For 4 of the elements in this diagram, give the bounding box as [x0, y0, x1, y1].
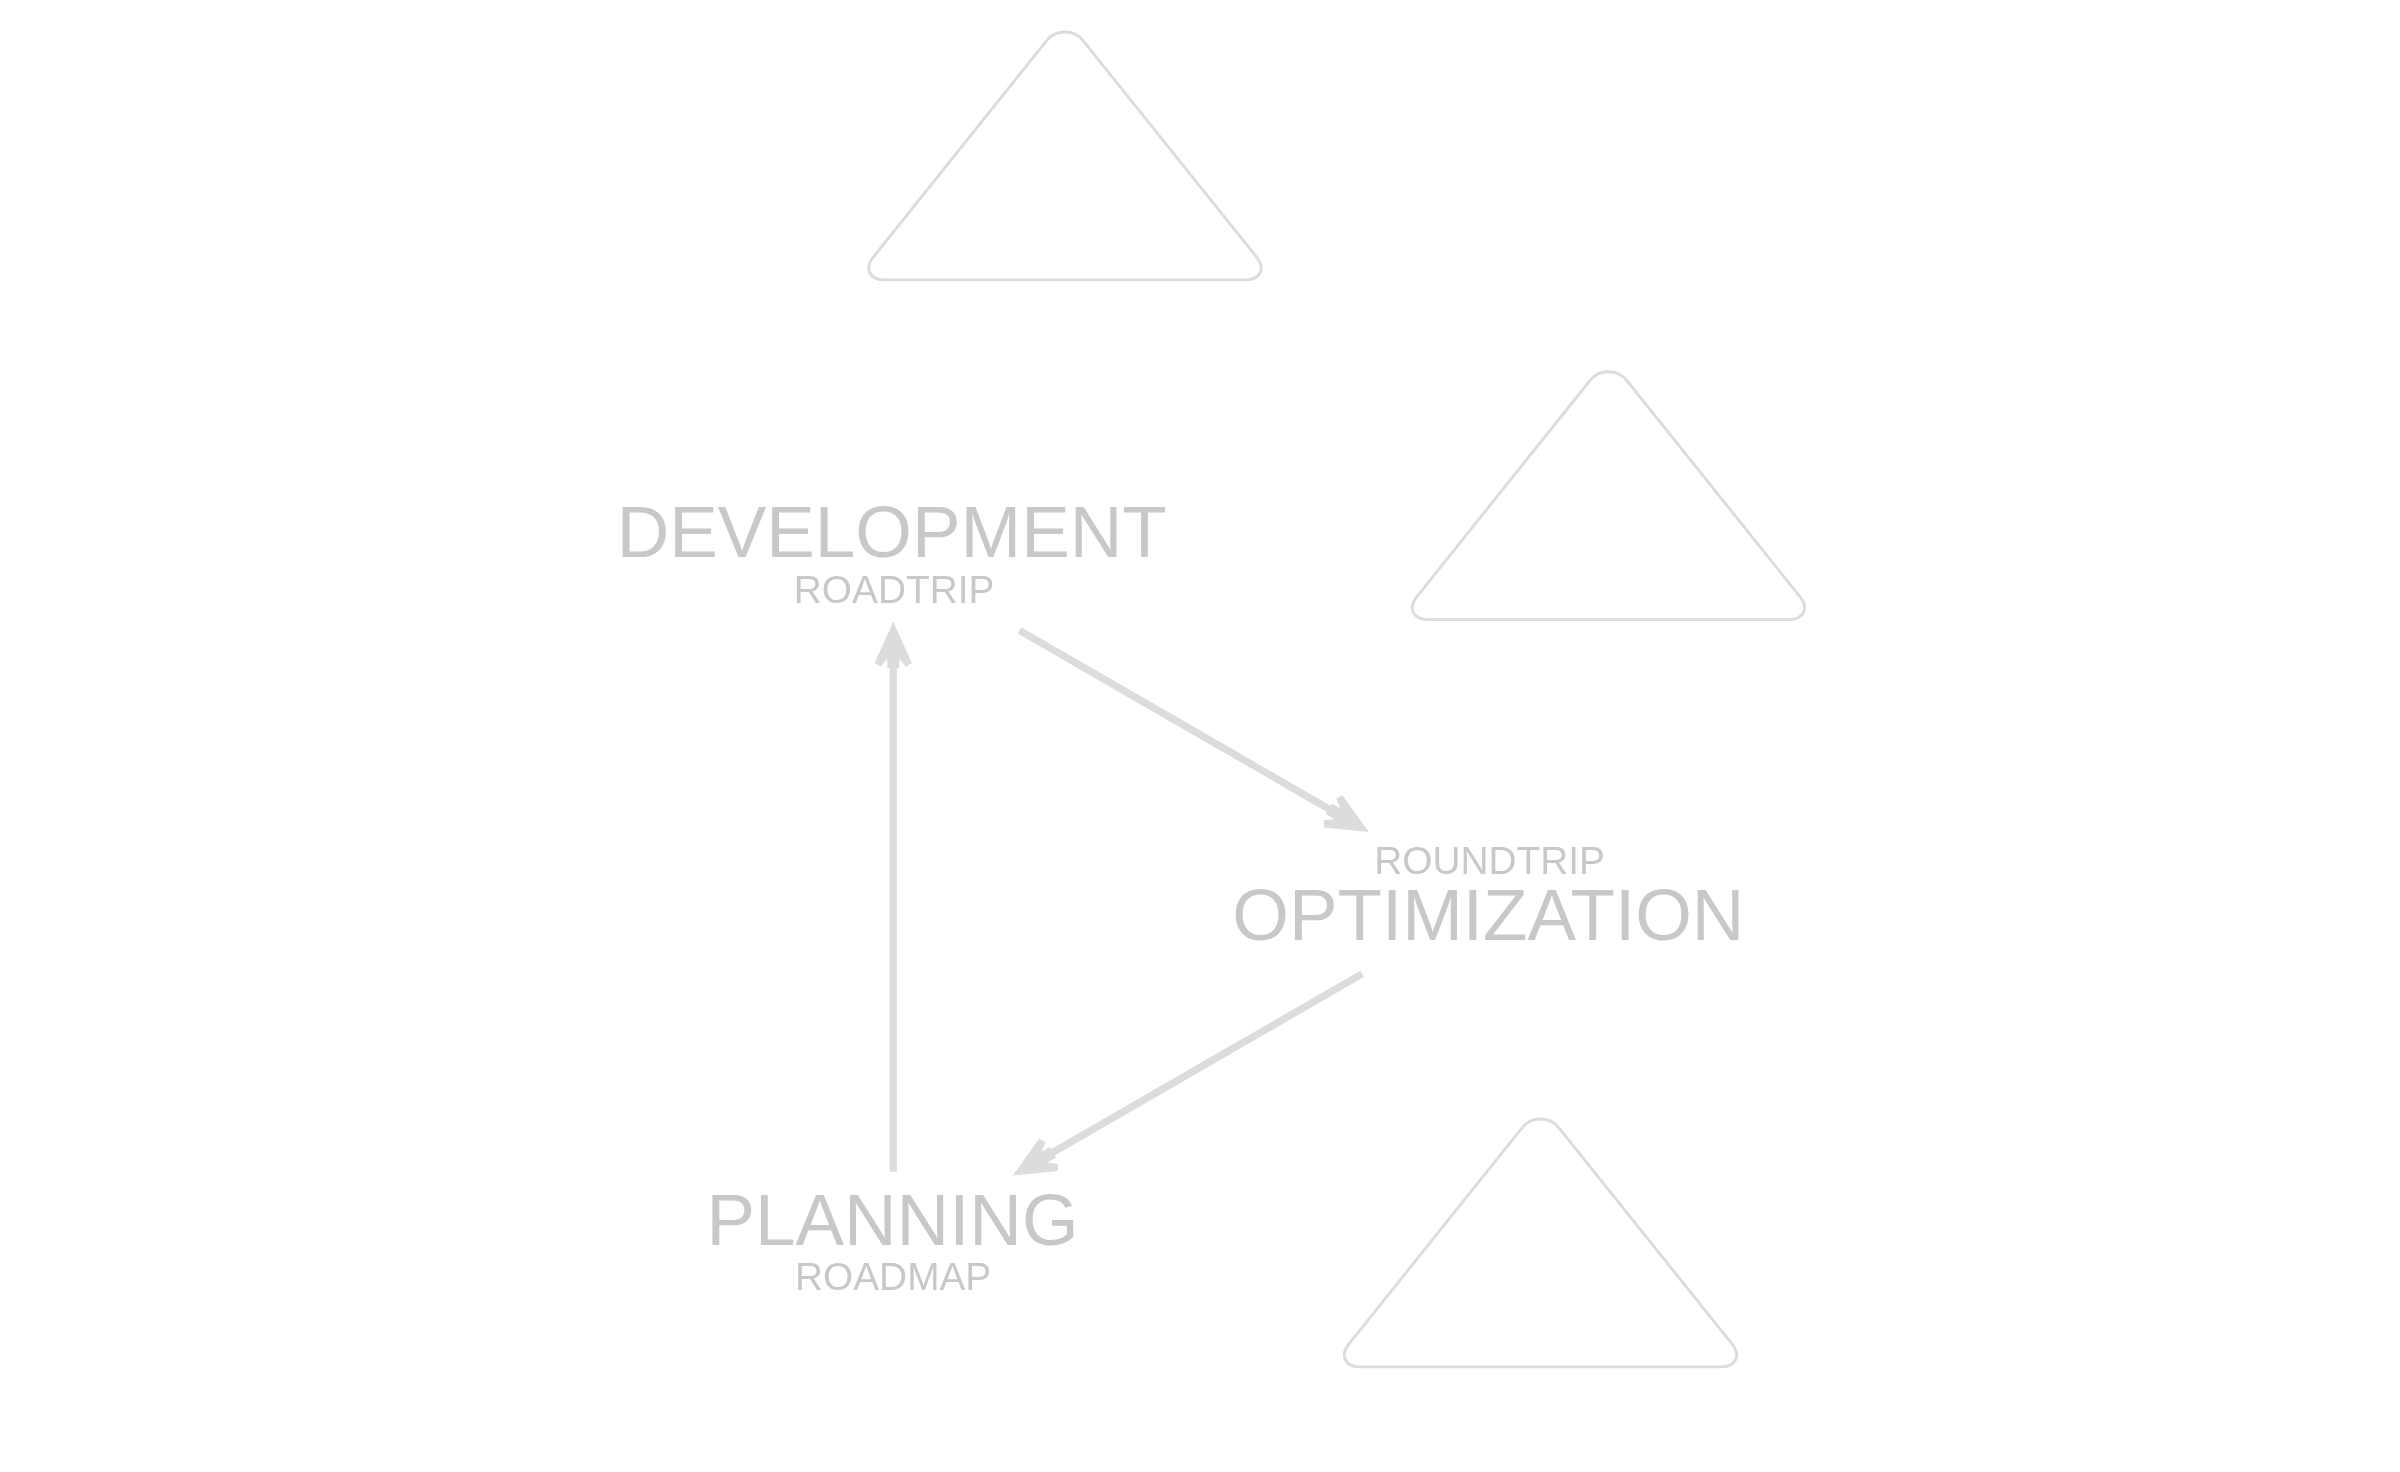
node-triangle	[1342, 1117, 1738, 1369]
node-triangle	[1410, 370, 1806, 621]
arrow	[1016, 970, 1364, 1175]
node-triangle	[866, 30, 1262, 282]
